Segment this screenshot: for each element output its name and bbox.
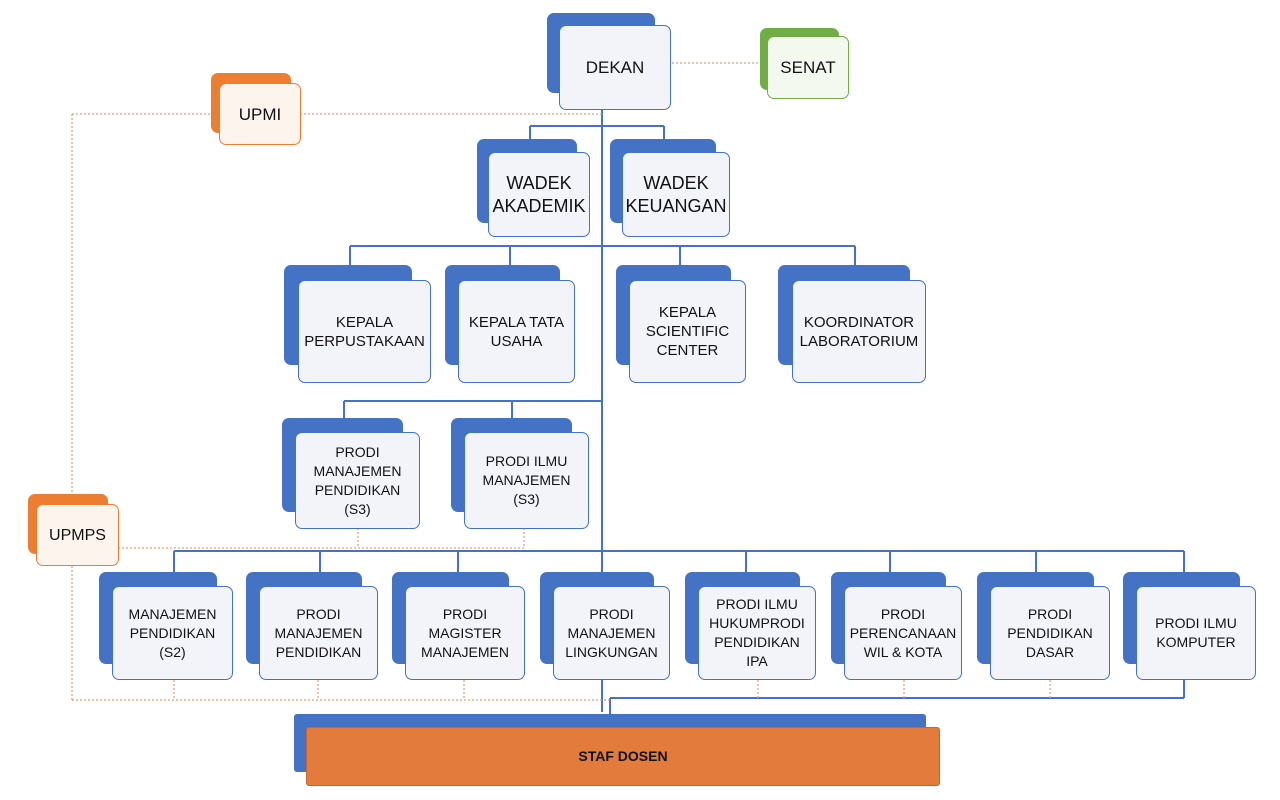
node-prodi-pendidikan-dasar: PRODI PENDIDIKAN DASAR <box>977 572 1110 680</box>
node-prodi-perencanaan-wil-kota: PRODI PERENCANAAN WIL & KOTA <box>831 572 962 680</box>
node-prodi-manajemen-pendidikan-s3-label: PRODI MANAJEMEN PENDIDIKAN (S3) <box>295 432 420 529</box>
node-upmi-label: UPMI <box>219 83 301 145</box>
node-upmi: UPMI <box>211 73 301 145</box>
node-prodi-magister-manajemen-label: PRODI MAGISTER MANAJEMEN <box>405 586 525 680</box>
node-prodi-manajemen-lingkungan: PRODI MANAJEMEN LINGKUNGAN <box>540 572 670 680</box>
node-koordinator-laboratorium: KOORDINATOR LABORATORIUM <box>778 265 926 383</box>
node-manajemen-pendidikan-s2-label: MANAJEMEN PENDIDIKAN (S2) <box>112 586 233 680</box>
node-kepala-tata-usaha: KEPALA TATA USAHA <box>445 265 575 383</box>
node-prodi-perencanaan-wil-kota-label: PRODI PERENCANAAN WIL & KOTA <box>844 586 962 680</box>
node-upmps-label: UPMPS <box>36 504 119 566</box>
node-prodi-ilmu-manajemen-s3-label: PRODI ILMU MANAJEMEN (S3) <box>464 432 589 529</box>
node-kepala-perpustakaan: KEPALA PERPUSTAKAAN <box>284 265 431 383</box>
node-prodi-ilmu-manajemen-s3: PRODI ILMU MANAJEMEN (S3) <box>451 418 589 529</box>
node-prodi-manajemen-lingkungan-label: PRODI MANAJEMEN LINGKUNGAN <box>553 586 670 680</box>
node-wadek-akademik: WADEK AKADEMIK <box>477 139 590 237</box>
node-senat-label: SENAT <box>767 36 849 99</box>
node-kepala-scientific-center: KEPALA SCIENTIFIC CENTER <box>616 265 746 383</box>
node-wadek-keuangan-label: WADEK KEUANGAN <box>622 152 730 237</box>
node-manajemen-pendidikan-s2: MANAJEMEN PENDIDIKAN (S2) <box>99 572 233 680</box>
node-prodi-manajemen-pendidikan-label: PRODI MANAJEMEN PENDIDIKAN <box>259 586 378 680</box>
node-senat: SENAT <box>760 28 849 99</box>
node-prodi-ilmu-komputer-label: PRODI ILMU KOMPUTER <box>1136 586 1256 680</box>
node-kepala-perpustakaan-label: KEPALA PERPUSTAKAAN <box>298 280 431 383</box>
node-prodi-manajemen-pendidikan-s3: PRODI MANAJEMEN PENDIDIKAN (S3) <box>282 418 420 529</box>
node-staf-dosen: STAF DOSEN <box>294 714 940 786</box>
node-koordinator-laboratorium-label: KOORDINATOR LABORATORIUM <box>792 280 926 383</box>
node-kepala-tata-usaha-label: KEPALA TATA USAHA <box>458 280 575 383</box>
node-prodi-manajemen-pendidikan: PRODI MANAJEMEN PENDIDIKAN <box>246 572 378 680</box>
node-wadek-keuangan: WADEK KEUANGAN <box>610 139 730 237</box>
node-staf-dosen-label: STAF DOSEN <box>306 727 940 786</box>
node-prodi-pendidikan-dasar-label: PRODI PENDIDIKAN DASAR <box>990 586 1110 680</box>
node-prodi-magister-manajemen: PRODI MAGISTER MANAJEMEN <box>392 572 525 680</box>
node-dekan: DEKAN <box>547 13 671 110</box>
node-upmps: UPMPS <box>28 494 119 566</box>
node-kepala-scientific-center-label: KEPALA SCIENTIFIC CENTER <box>629 280 746 383</box>
node-prodi-ilmu-hukum-pendidikan-ipa-label: PRODI ILMU HUKUMPRODI PENDIDIKAN IPA <box>698 586 816 680</box>
node-dekan-label: DEKAN <box>559 25 671 110</box>
node-wadek-akademik-label: WADEK AKADEMIK <box>488 152 590 237</box>
node-prodi-ilmu-komputer: PRODI ILMU KOMPUTER <box>1123 572 1256 680</box>
node-prodi-ilmu-hukum-pendidikan-ipa: PRODI ILMU HUKUMPRODI PENDIDIKAN IPA <box>685 572 816 680</box>
